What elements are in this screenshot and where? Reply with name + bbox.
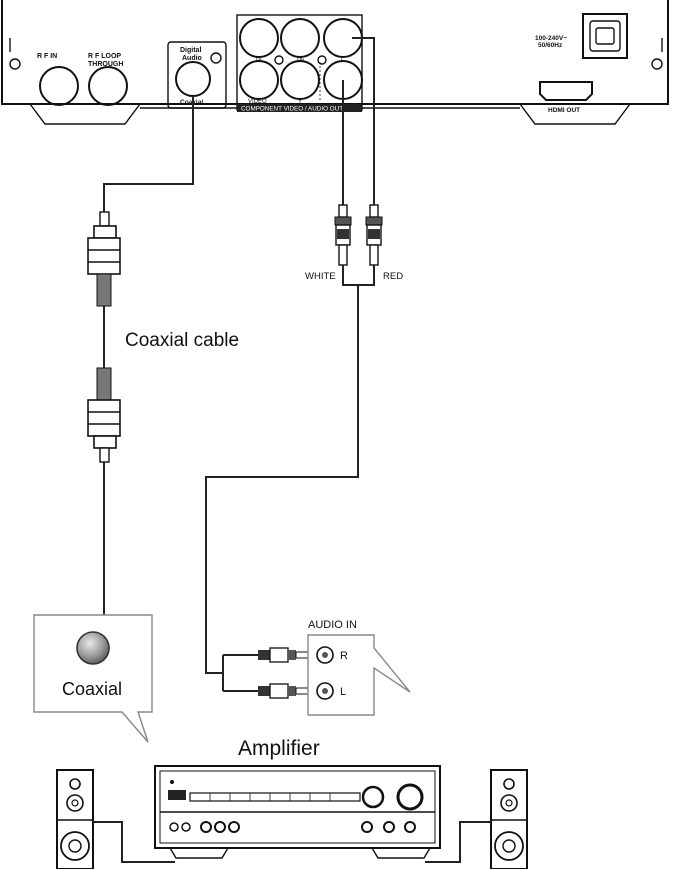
rf-loop-label: R F LOOP [88,53,121,60]
video-port[interactable] [239,60,279,100]
right-tweeter-icon [503,778,515,790]
left-speaker-wire [93,821,175,863]
y-label: Y [298,99,302,105]
power-label-2: 50/60Hz [538,42,563,49]
headphone-jack[interactable] [169,822,179,832]
coaxial-callout-panel [33,614,153,743]
right-speaker-wire [425,821,491,863]
amplifier [154,765,441,859]
red-rca-plug [365,204,383,266]
audio-in-callout: AUDIO IN R L [307,619,411,716]
audio-in-l-label: L [340,686,346,698]
pb-label: Pb [297,58,305,64]
digital-coaxial-port[interactable] [175,61,211,97]
power-inlet[interactable] [582,13,628,59]
rca-cables: WHITE RED [205,37,403,699]
pb-port[interactable] [280,18,320,58]
input-selector-knob[interactable] [361,785,385,809]
mic-jack[interactable] [181,822,191,832]
component-bar [237,104,362,112]
l-port-label: L [341,58,345,64]
audio-in-r-label: R [340,650,348,662]
rf-in-label: R F IN [37,53,57,60]
right-speaker [490,769,528,869]
coaxial-cable [87,96,194,615]
display-panel [189,792,361,802]
hdmi-port[interactable] [539,81,593,101]
coaxial-port-label: Coaxial [180,99,203,106]
hdmi-label: HDMI OUT [548,107,580,114]
tone-knob-1[interactable] [200,821,212,833]
pr-port[interactable] [239,18,279,58]
tone-knob-3[interactable] [228,821,240,833]
amplifier-label: Amplifier [238,737,320,760]
coaxial-input-jack[interactable] [76,631,110,665]
left-screw-icon [9,58,21,70]
video-label: VIDEO [248,99,267,105]
coaxial-callout: Coaxial [33,614,153,743]
audio-in-title: AUDIO IN [308,619,357,631]
tone-knob-4[interactable] [361,821,373,833]
rf-through-label: THROUGH [88,61,123,68]
audio-label: Audio [182,55,202,62]
coaxial-callout-label: Coaxial [62,679,122,699]
white-rca-plug [334,204,352,266]
rf-in-port[interactable] [39,66,79,106]
pr-label: Pr [256,58,262,64]
white-label: WHITE [305,271,336,282]
component-bar-label: COMPONENT VIDEO / AUDIO OUT [241,106,343,113]
power-label-1: 100-240V~ [535,35,567,42]
coaxial-cable-label: Coaxial cable [125,330,239,351]
right-screw-icon [651,58,663,70]
left-tweeter-icon [69,778,81,790]
tone-knob-6[interactable] [404,821,416,833]
rf-loop-port[interactable] [88,66,128,106]
tone-knob-2[interactable] [214,821,226,833]
tone-knob-5[interactable] [383,821,395,833]
player-back-panel: R F IN R F LOOP THROUGH Digital Audio Co… [1,0,669,125]
volume-knob[interactable] [396,783,424,811]
red-label: RED [383,271,403,282]
digital-label: Digital [180,47,201,54]
left-speaker [56,769,94,869]
y-port[interactable] [280,60,320,100]
power-button[interactable] [168,790,186,800]
l-input-plug [258,683,317,699]
digital-audio-box [167,41,227,109]
